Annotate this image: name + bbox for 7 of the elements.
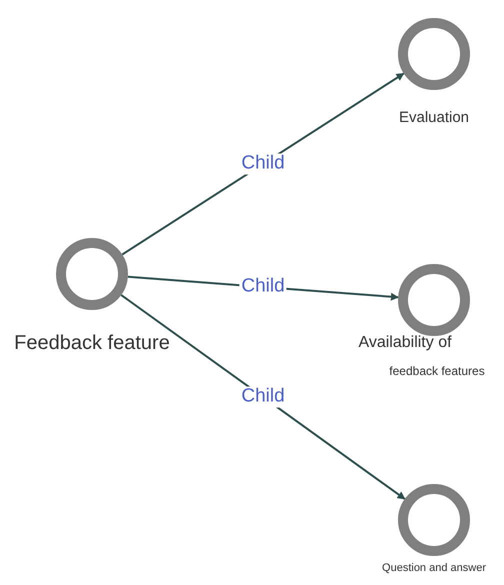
node-label: Question and answer: [382, 562, 486, 574]
node-label: Availability of: [358, 334, 452, 352]
arrow: [122, 72, 404, 256]
arrow: [120, 294, 406, 500]
node-label: feedback features: [389, 365, 485, 378]
node-label: Feedback feature: [14, 332, 170, 354]
node-label: Evaluation: [398, 110, 470, 126]
